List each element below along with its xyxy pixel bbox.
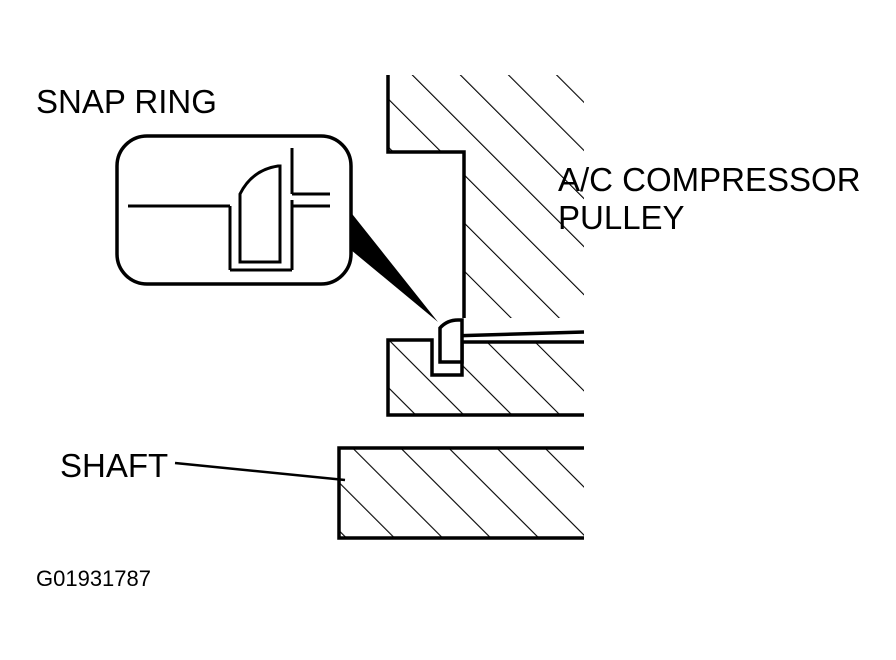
pulley-hub [386,338,584,417]
snap-ring-detail-inset [115,134,353,286]
pulley-label-line2: PULLEY [558,199,685,236]
snap-ring [438,318,464,364]
snap-ring-label: SNAP RING [36,83,217,120]
pulley-hub-seam [449,330,585,338]
shaft-label: SHAFT [60,447,168,484]
pulley-label-line1: A/C COMPRESSOR [558,161,861,198]
callout-wedge [345,205,438,322]
shaft [337,446,584,540]
figure-code: G01931787 [36,566,151,591]
pulley-upper-body [386,75,584,318]
shaft-leader [174,461,346,482]
